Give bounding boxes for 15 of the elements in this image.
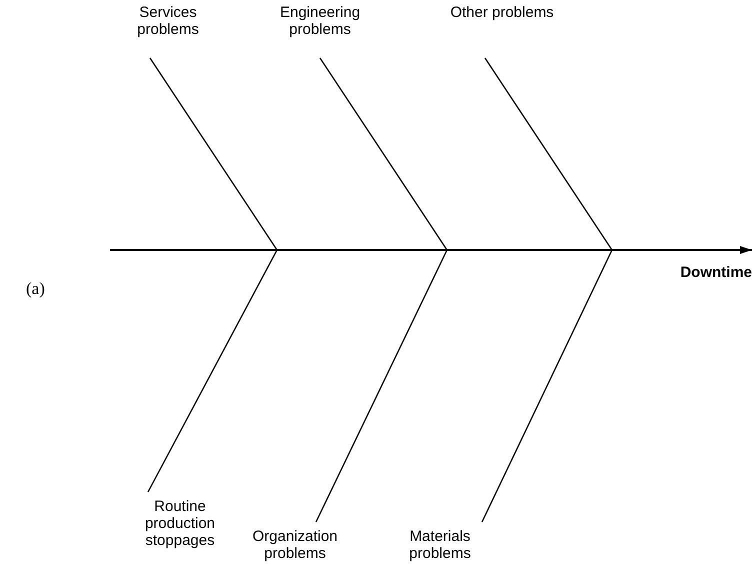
bone-line [315, 250, 448, 522]
category-label: Services problems [136, 4, 200, 38]
category-label: Materials problems [408, 528, 472, 562]
category-label: Routine production stoppages [144, 498, 216, 549]
spine-arrow [110, 246, 752, 254]
category-label: Organization problems [251, 528, 339, 562]
panel-label: (a) [26, 278, 45, 300]
bone-line [481, 250, 613, 522]
bone-line [484, 58, 613, 250]
category-label: Downtime [679, 264, 752, 281]
bone-line [149, 58, 278, 250]
category-label: Other problems [449, 4, 555, 21]
bone-line [319, 58, 448, 250]
bone-line [147, 250, 278, 492]
category-label: Engineering problems [278, 4, 362, 38]
